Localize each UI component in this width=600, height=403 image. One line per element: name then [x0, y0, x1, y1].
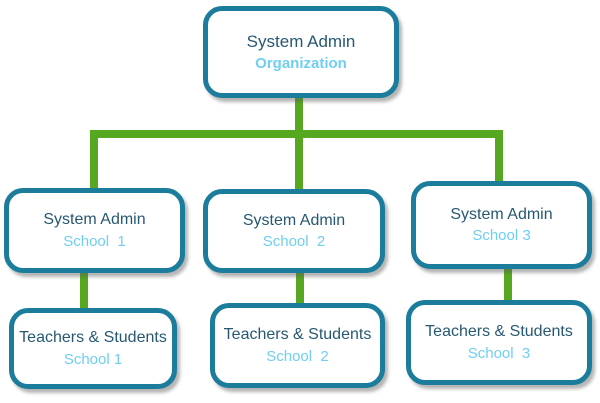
- node-subtitle: School 3: [467, 344, 531, 362]
- node-title: System Admin: [242, 211, 346, 229]
- org-node-school3-members: Teachers & Students School 3: [406, 300, 592, 385]
- node-title: System Admin: [450, 205, 553, 223]
- node-title: System Admin: [43, 211, 146, 229]
- connector-branch-to-school1: [90, 133, 98, 190]
- connector-horizontal-branch: [90, 130, 503, 138]
- node-subtitle: School 2: [266, 347, 329, 365]
- connector-school2-to-group2: [296, 271, 304, 304]
- org-node-school2-members: Teachers & Students School 2: [210, 303, 385, 388]
- connector-school3-to-group3: [504, 267, 512, 301]
- connector-branch-to-school3: [495, 133, 503, 183]
- org-node-root: System Admin Organization: [203, 6, 399, 98]
- org-node-school1-members: Teachers & Students School 1: [9, 308, 177, 389]
- connector-school1-to-group1: [80, 271, 88, 309]
- node-subtitle: School 1: [63, 350, 123, 368]
- org-node-school2-admin: System Admin School 2: [203, 189, 385, 273]
- node-subtitle: School 2: [262, 233, 326, 251]
- node-subtitle: School 3: [472, 227, 531, 245]
- node-title: System Admin: [246, 32, 356, 52]
- org-node-school3-admin: System Admin School 3: [411, 181, 592, 269]
- node-subtitle: Organization: [255, 54, 347, 72]
- node-title: Teachers & Students: [425, 323, 573, 341]
- connector-root-to-branch: [295, 96, 303, 191]
- node-title: Teachers & Students: [19, 329, 167, 347]
- node-title: Teachers & Students: [223, 326, 372, 344]
- node-subtitle: School 1: [63, 232, 126, 250]
- org-node-school1-admin: System Admin School 1: [4, 188, 185, 273]
